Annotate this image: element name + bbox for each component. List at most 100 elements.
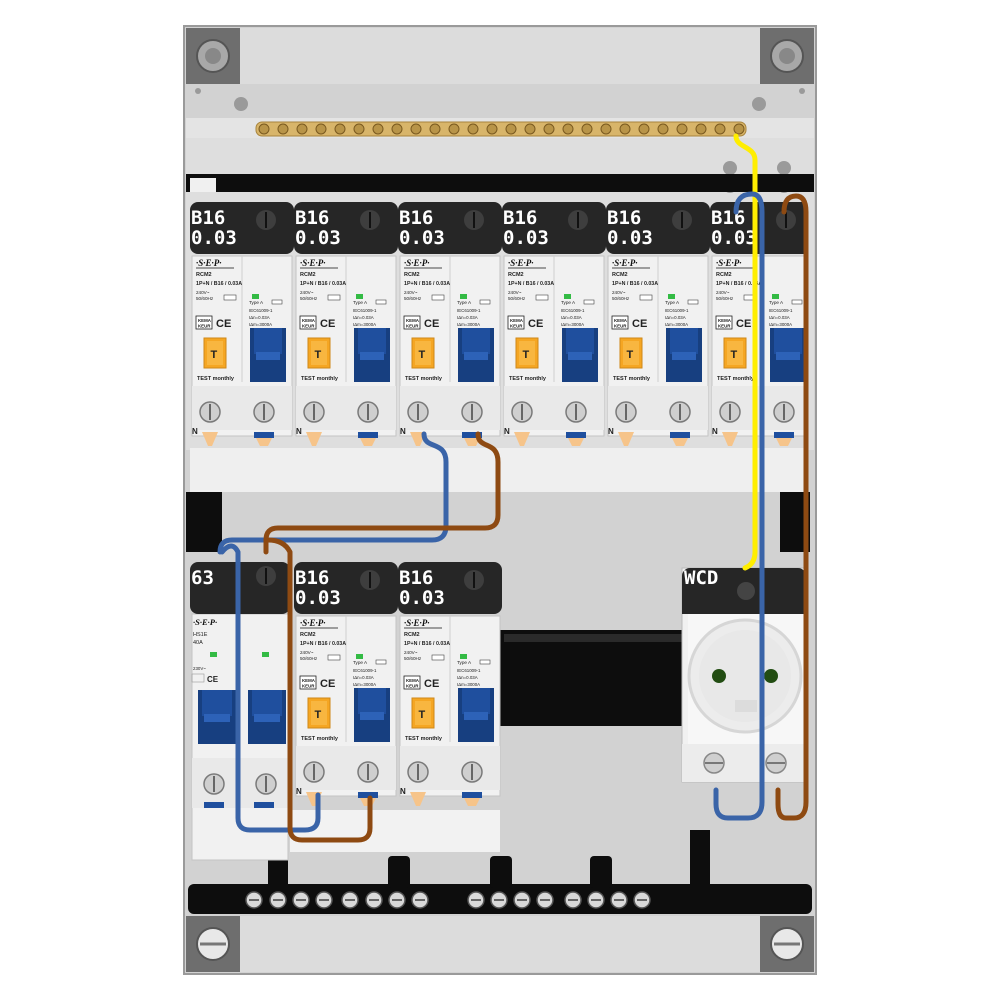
socket-pin-hole-right: [764, 669, 778, 683]
ce-mark: CE: [424, 678, 439, 690]
rcbo-sensitivity-label: 0.03: [295, 227, 341, 249]
residual-current-text: IΔn=0.03A: [353, 315, 374, 320]
indicator-window: [252, 294, 259, 299]
residual-current-text: IΔn=0.03A: [353, 675, 374, 680]
kema-mark: [299, 675, 317, 690]
rcbo-sensitivity-label: 0.03: [607, 227, 653, 249]
neutral-mark: N: [608, 427, 614, 436]
breaking-capacity-text: IΔm=3000A: [353, 682, 376, 687]
frequency-text: 50/60Hz: [612, 296, 630, 301]
svg-text:KEUR: KEUR: [302, 684, 315, 689]
voltage-text: 240V~: [508, 290, 522, 295]
busbar-screw: [714, 123, 726, 135]
brand-logo: ·S·E·P·: [404, 618, 430, 628]
svg-text:KEMA: KEMA: [302, 318, 316, 323]
rating-text: 1P+N / B16 / 0.03A: [300, 281, 346, 287]
model-text: RCM2: [404, 272, 420, 278]
indicator-window: [460, 294, 467, 299]
model-text: RCM2: [612, 272, 628, 278]
indicator-window: [772, 294, 779, 299]
svg-text:KEUR: KEUR: [406, 324, 419, 329]
neutral-bus-rail: [188, 830, 812, 914]
rcbo-sensitivity-label: 0.03: [503, 227, 549, 249]
test-monthly-text: TEST monthly: [405, 376, 443, 382]
model-text: RCM2: [196, 272, 212, 278]
frequency-text: 50/60Hz: [196, 296, 214, 301]
main-switch-current: 40A: [193, 640, 203, 646]
residual-current-text: IΔn=0.03A: [665, 315, 686, 320]
ce-mark: CE: [632, 318, 647, 330]
model-text: RCM2: [508, 272, 524, 278]
breaking-capacity-text: IΔm=3000A: [249, 322, 272, 327]
pigtail-neutral: [202, 432, 218, 446]
pigtail-live: [774, 432, 794, 438]
busbar-screw: [676, 123, 688, 135]
socket-pin-hole-left: [712, 669, 726, 683]
standard-text: IEC61009-1: [353, 668, 377, 673]
rating-text: 1P+N / B16 / 0.03A: [612, 281, 658, 287]
pigtail-neutral: [306, 432, 322, 446]
pigtail-neutral: [410, 792, 426, 806]
svg-text:KEMA: KEMA: [198, 318, 212, 323]
frequency-text: 50/60Hz: [508, 296, 526, 301]
type-text: Type A: [769, 300, 784, 305]
rcbo-rating-label: B16: [295, 567, 329, 589]
svg-text:KEUR: KEUR: [406, 684, 419, 689]
model-text: RCM2: [300, 272, 316, 278]
test-button-letter: T: [731, 349, 738, 361]
neutral-mark: N: [296, 427, 302, 436]
test-button-letter: T: [211, 349, 218, 361]
brand-logo: ·S·E·P·: [508, 258, 534, 268]
rating-text: 1P+N / B16 / 0.03A: [300, 641, 346, 647]
busbar-screw: [372, 123, 384, 135]
main-switch-indicator-left: [210, 652, 217, 657]
brand-logo: ·S·E·P·: [716, 258, 742, 268]
rcbo-rating-label: B16: [295, 207, 329, 229]
socket-label: WCD: [684, 567, 718, 589]
brand-logo: ·S·E·P·: [300, 258, 326, 268]
svg-text:KEUR: KEUR: [718, 324, 731, 329]
voltage-text: 240V~: [404, 650, 418, 655]
svg-text:KEMA: KEMA: [302, 678, 316, 683]
rcbo-rating-label: B16: [399, 567, 433, 589]
wiring: [217, 133, 809, 843]
wire-live-brown-feed: [263, 431, 501, 555]
wire-live-brown-socket: [775, 193, 809, 821]
voltage-text: 240V~: [716, 290, 730, 295]
test-monthly-text: TEST monthly: [197, 376, 235, 382]
breaking-capacity-text: IΔm=3000A: [769, 322, 792, 327]
standard-text: IEC61009-1: [457, 668, 481, 673]
kema-mark: [611, 315, 629, 330]
rating-text: 1P+N / B16 / 0.03A: [508, 281, 554, 287]
type-text: Type A: [353, 660, 368, 665]
test-button-letter: T: [419, 349, 426, 361]
type-text: Type A: [457, 660, 472, 665]
busbar-screw: [353, 123, 365, 135]
neutral-mark: N: [712, 427, 718, 436]
socket-outlet[interactable]: WCD: [681, 567, 807, 783]
busbar-screw: [315, 123, 327, 135]
rating-text: 1P+N / B16 / 0.03A: [404, 641, 450, 647]
busbar-screw: [524, 123, 536, 135]
standard-text: IEC61009-1: [457, 308, 481, 313]
wire-earth-yellow: [733, 133, 758, 571]
busbar-screw: [486, 123, 498, 135]
pigtail-live: [358, 792, 378, 798]
busbar-screw: [467, 123, 479, 135]
pigtail-live: [566, 432, 586, 438]
busbar-screw: [733, 123, 745, 135]
brand-logo: ·S·E·P·: [404, 258, 430, 268]
wire-neutral-blue-socket: [713, 191, 765, 821]
model-text: RCM2: [716, 272, 732, 278]
pigtail-live: [254, 432, 274, 438]
